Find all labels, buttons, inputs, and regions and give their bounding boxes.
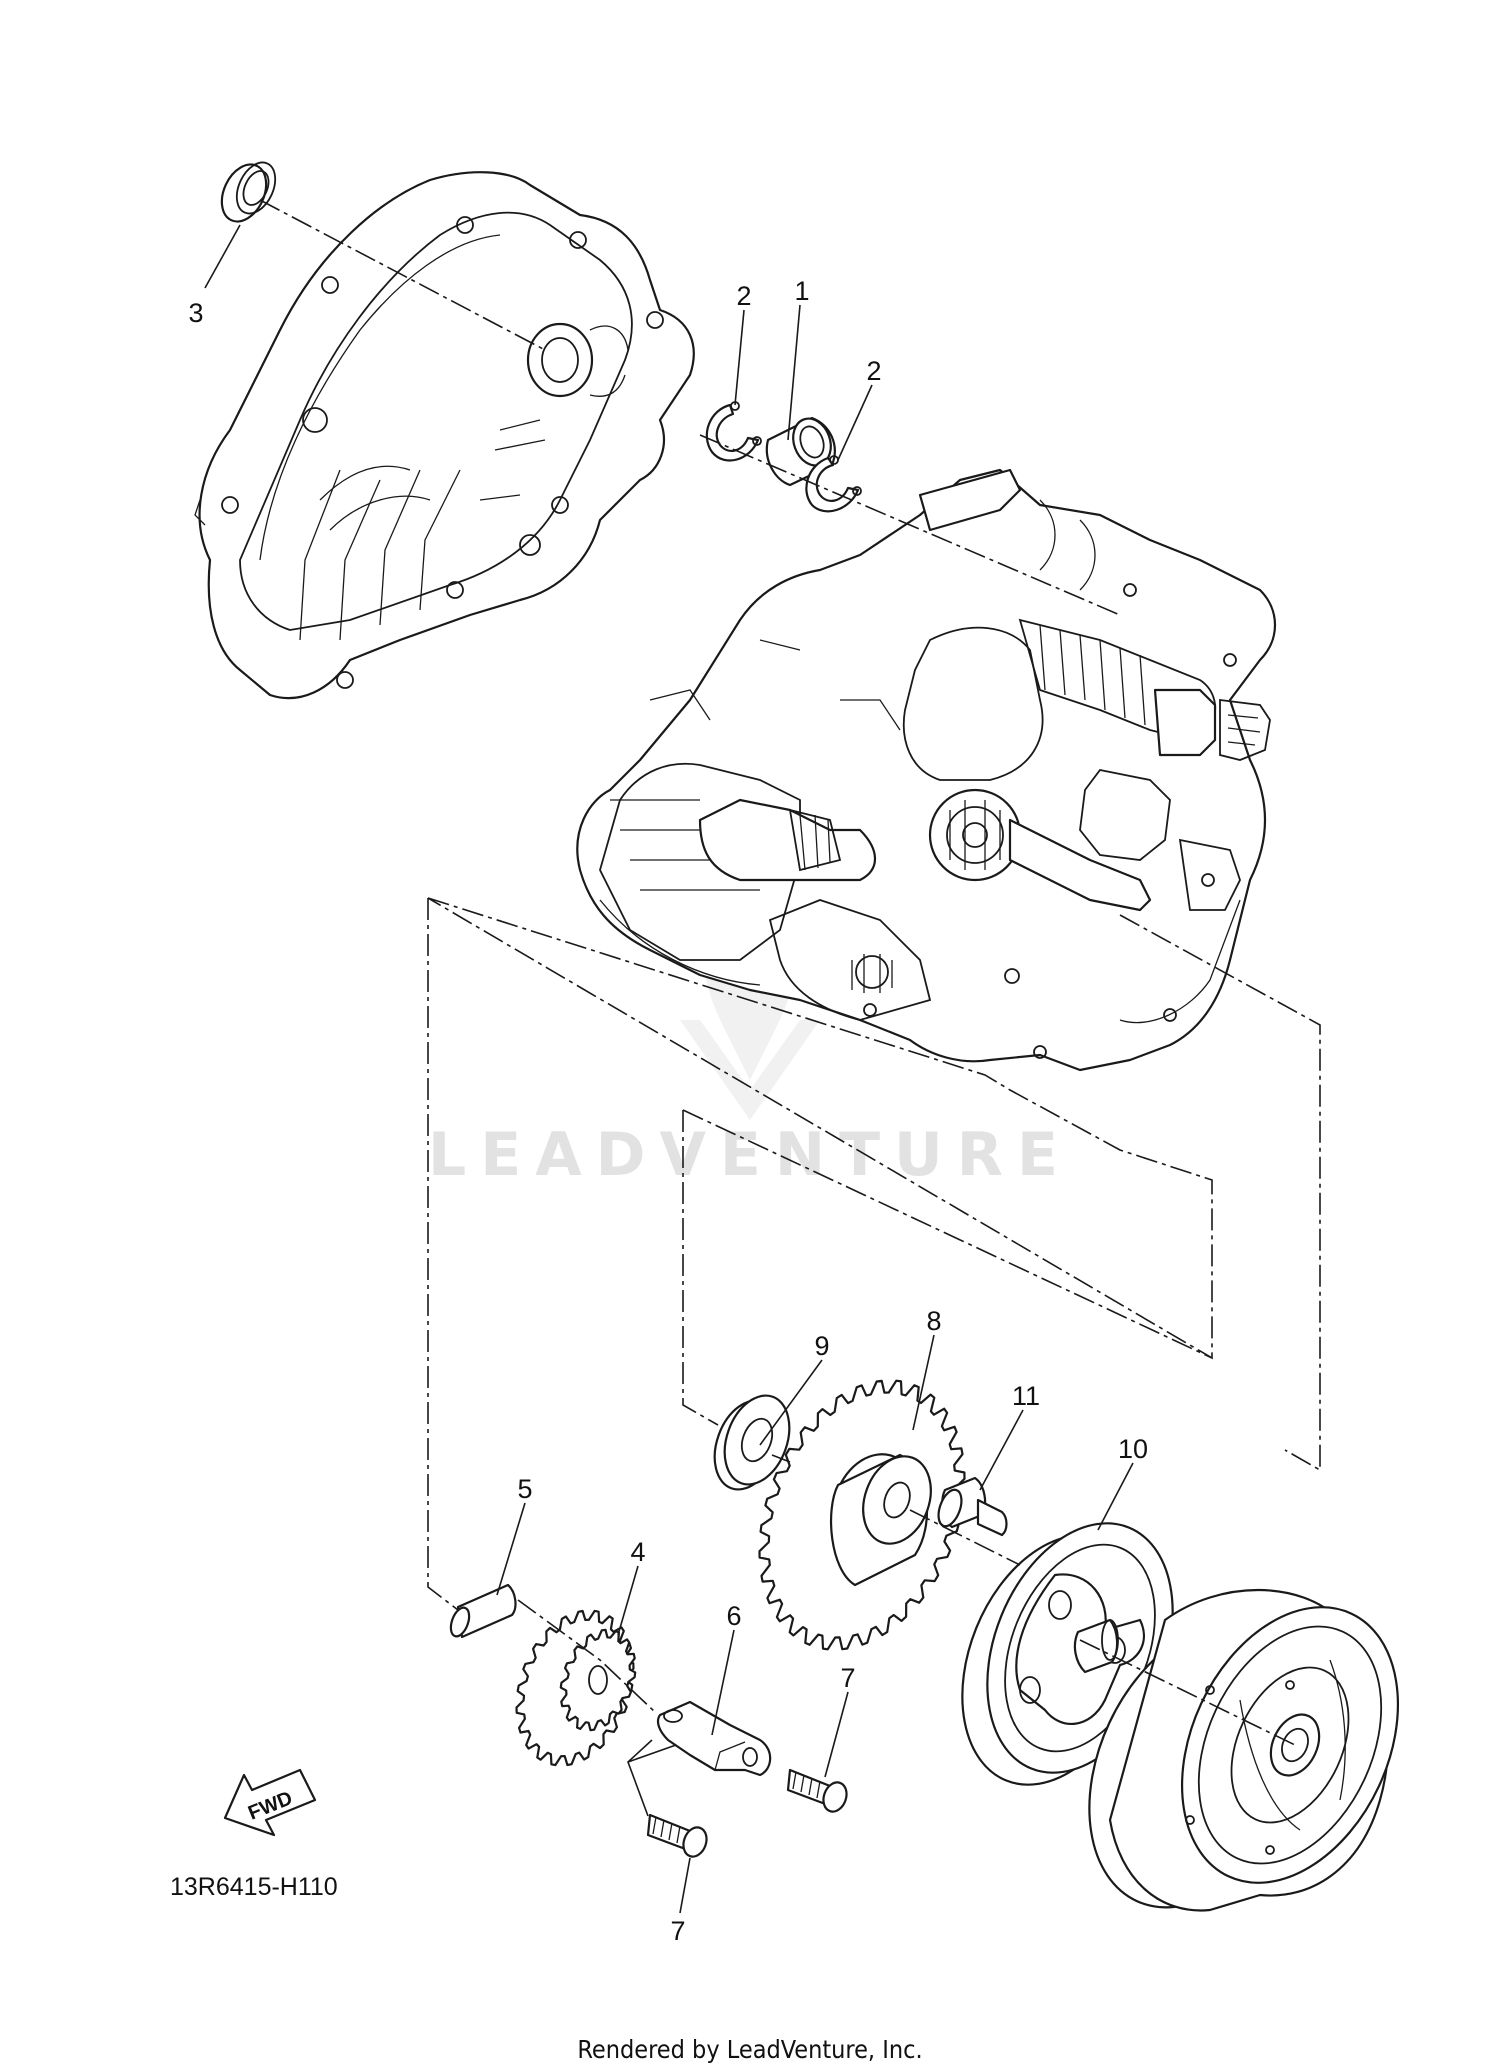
collar-part-1[interactable] (765, 413, 837, 487)
callout-7-right: 7 (840, 1663, 855, 1693)
callouts: 3 2 1 2 9 8 11 10 5 4 6 7 7 (188, 276, 1148, 1946)
gear-part-8[interactable] (758, 1379, 966, 1651)
starter-clutch-part-10[interactable] (927, 1496, 1207, 1813)
bolt-part-7-right[interactable] (786, 1768, 850, 1815)
callout-4: 4 (630, 1537, 645, 1567)
stay-part-6[interactable] (656, 1700, 772, 1777)
callout-6: 6 (726, 1601, 741, 1631)
engine-crankcase[interactable] (576, 468, 1277, 1072)
assembly-lines (259, 199, 1321, 1817)
idle-gear-part-4[interactable] (515, 1609, 637, 1767)
bolt-part-11[interactable] (934, 1476, 1008, 1537)
callout-7-left: 7 (670, 1916, 685, 1946)
callout-1: 1 (794, 276, 809, 306)
callout-11: 11 (1012, 1381, 1040, 1411)
dowel-pin-part-5[interactable] (447, 1583, 517, 1639)
callout-10: 10 (1118, 1434, 1148, 1464)
washer-part-9[interactable] (703, 1387, 801, 1499)
oil-seal-part-3[interactable] (213, 156, 283, 228)
circlip-part-2-left[interactable] (705, 401, 762, 462)
callout-3: 3 (188, 298, 203, 328)
callout-2-left: 2 (736, 281, 751, 311)
crankcase-cover[interactable] (194, 171, 695, 700)
part-code: 13R6415-H110 (170, 1873, 338, 1901)
callout-9: 9 (814, 1331, 829, 1361)
leader-lines (204, 224, 1134, 1914)
svg-text:LEADVENTURE: LEADVENTURE (428, 1120, 1072, 1190)
starter-wheel-drum[interactable] (1046, 1572, 1440, 1943)
callout-2-right: 2 (866, 356, 881, 386)
callout-8: 8 (926, 1306, 941, 1336)
bolt-part-7-left[interactable] (646, 1813, 710, 1860)
callout-5: 5 (517, 1474, 532, 1504)
footer-credit: Rendered by LeadVenture, Inc. (577, 2035, 922, 2064)
fwd-arrow-icon: FWD (223, 1768, 317, 1837)
